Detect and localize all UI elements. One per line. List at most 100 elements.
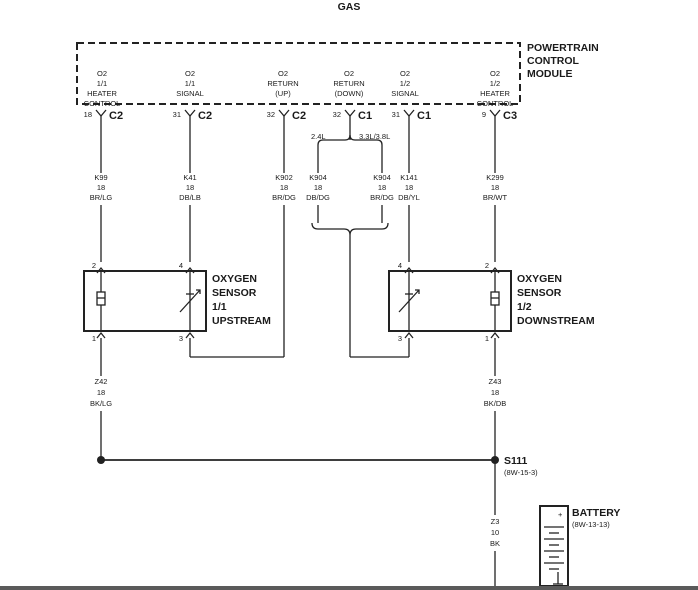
battery-label: BATTERY (8W-13-13) [572,507,620,529]
svg-text:3.3L/3.8L: 3.3L/3.8L [359,132,390,141]
svg-text:BR/WT: BR/WT [483,193,508,202]
svg-text:RETURN: RETURN [267,79,298,88]
svg-text:C3: C3 [503,110,517,122]
svg-text:32: 32 [333,110,341,119]
wire-label-z42: Z42 18 BK/LG [90,377,112,408]
svg-text:DB/DG: DB/DG [306,193,330,202]
svg-text:CONTROL: CONTROL [477,99,514,108]
svg-text:K141: K141 [400,173,418,182]
oxygen-sensor-upstream: 2 4 1 3 [83,261,207,343]
svg-text:HEATER: HEATER [480,89,510,98]
terminal-signal-11: O2 1/1 SIGNAL [176,69,204,98]
pcm-pin-c1-32: 32 C1 [333,109,372,122]
svg-text:C2: C2 [109,110,123,122]
svg-text:18: 18 [405,183,413,192]
svg-text:1/2: 1/2 [400,79,410,88]
terminal-signal-12: O2 1/2 SIGNAL [391,69,419,98]
svg-text:K99: K99 [94,173,107,182]
svg-text:2: 2 [485,261,489,270]
svg-text:BK/DB: BK/DB [484,399,507,408]
svg-text:BK/LG: BK/LG [90,399,112,408]
svg-text:SENSOR: SENSOR [517,287,562,299]
wire-label-k904-a: K904 18 DB/DG [306,173,330,202]
pcm-label-line2: CONTROL [527,55,579,67]
wire-label-k299: K299 18 BR/WT [483,173,508,202]
svg-text:(UP): (UP) [275,89,291,98]
svg-text:BK: BK [490,539,500,548]
svg-text:C2: C2 [198,110,212,122]
engine-option-split-lower [311,205,389,357]
svg-text:31: 31 [173,110,181,119]
svg-text:1: 1 [485,334,489,343]
svg-text:O2: O2 [185,69,195,78]
svg-text:(8W-13-13): (8W-13-13) [572,520,610,529]
svg-text:OXYGEN: OXYGEN [212,273,257,285]
svg-text:1: 1 [92,334,96,343]
splice-s111: S111 (8W-15-3) [97,455,538,477]
svg-text:18: 18 [491,183,499,192]
svg-text:1/1: 1/1 [97,79,107,88]
svg-text:O2: O2 [490,69,500,78]
svg-text:18: 18 [84,110,92,119]
svg-text:18: 18 [280,183,288,192]
bottom-border [0,586,698,590]
svg-text:31: 31 [392,110,400,119]
svg-text:K902: K902 [275,173,293,182]
svg-text:9: 9 [482,110,486,119]
svg-text:O2: O2 [278,69,288,78]
svg-text:10: 10 [491,528,499,537]
svg-text:SIGNAL: SIGNAL [391,89,419,98]
svg-text:1/1: 1/1 [212,301,227,313]
svg-text:32: 32 [267,110,275,119]
svg-text:BATTERY: BATTERY [572,507,620,519]
pcm-pin-c1-31: 31 C1 [392,109,431,122]
svg-text:(8W-15-3): (8W-15-3) [504,468,538,477]
svg-text:O2: O2 [400,69,410,78]
pcm-pin-c3-9: 9 C3 [482,109,517,122]
wire-label-z43: Z43 18 BK/DB [484,377,507,408]
svg-text:18: 18 [491,388,499,397]
svg-text:3: 3 [398,334,402,343]
svg-text:DB/LB: DB/LB [179,193,201,202]
wire-label-k902: K902 18 BR/DG [272,173,296,202]
svg-text:UPSTREAM: UPSTREAM [212,315,271,327]
svg-text:1/2: 1/2 [517,301,532,313]
svg-text:RETURN: RETURN [333,79,364,88]
terminal-return-down: O2 RETURN (DOWN) [333,69,364,98]
svg-text:O2: O2 [344,69,354,78]
wire-label-k141: K141 18 DB/YL [398,173,420,202]
svg-text:18: 18 [378,183,386,192]
svg-text:BR/DG: BR/DG [370,193,394,202]
svg-text:BR/LG: BR/LG [90,193,113,202]
svg-text:18: 18 [97,183,105,192]
wire-label-k99: K99 18 BR/LG [90,173,113,202]
svg-text:1/2: 1/2 [490,79,500,88]
svg-text:3: 3 [179,334,183,343]
wire-label-k41: K41 18 DB/LB [179,173,201,202]
svg-text:S111: S111 [504,455,528,467]
svg-text:2: 2 [92,261,96,270]
diagram-title: GAS [338,1,361,13]
svg-text:K904: K904 [309,173,327,182]
svg-text:BR/DG: BR/DG [272,193,296,202]
svg-text:K904: K904 [373,173,391,182]
wire-label-z3: Z3 10 BK [490,517,500,548]
svg-text:Z43: Z43 [489,377,502,386]
svg-text:SENSOR: SENSOR [212,287,257,299]
svg-text:O2: O2 [97,69,107,78]
terminal-return-up: O2 RETURN (UP) [267,69,298,98]
svg-text:4: 4 [398,261,402,270]
svg-text:K299: K299 [486,173,504,182]
pcm-label-line1: POWERTRAIN [527,42,599,54]
oxygen-sensor-downstream: 4 2 3 1 [388,261,512,343]
svg-text:18: 18 [97,388,105,397]
battery-symbol: + [539,505,569,587]
svg-text:DB/YL: DB/YL [398,193,420,202]
terminal-heater-control-12: O2 1/2 HEATER CONTROL [477,69,514,108]
pcm-pin-c2-18: 18 C2 [84,109,123,122]
upstream-sensor-label: OXYGEN SENSOR 1/1 UPSTREAM [212,273,271,327]
svg-text:OXYGEN: OXYGEN [517,273,562,285]
svg-text:HEATER: HEATER [87,89,117,98]
